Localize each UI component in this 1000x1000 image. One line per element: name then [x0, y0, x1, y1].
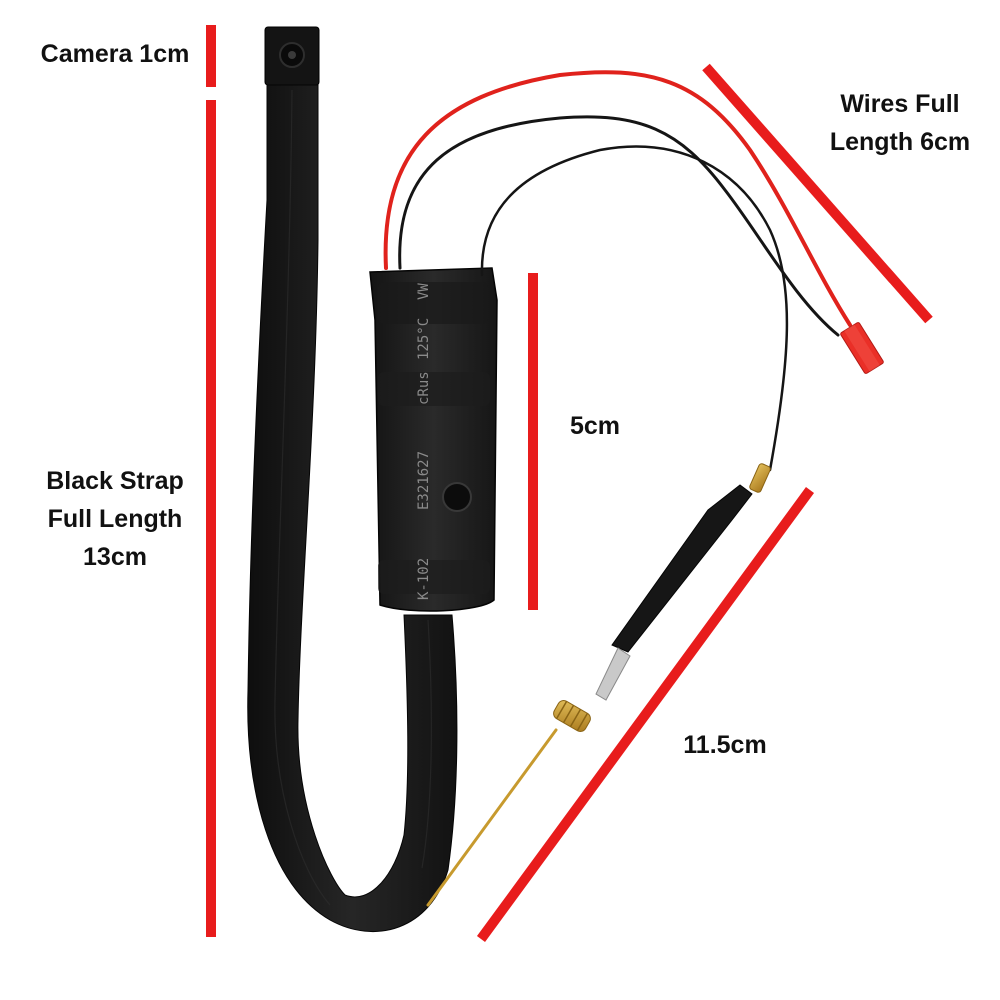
module-length-text: 5cm	[569, 412, 621, 440]
module-length-label: 5cm	[540, 407, 650, 445]
red-connector	[840, 322, 884, 374]
red-wire	[383, 70, 852, 327]
camera-size-label: Camera 1cm	[20, 35, 210, 73]
strap-length-label: Black Strap Full Length 13cm	[20, 462, 210, 576]
antenna-measure-line	[476, 487, 815, 942]
wires-length-line-2: Length 6cm	[829, 128, 971, 156]
module-print-vw: VW	[416, 283, 432, 300]
wires-length-label: Wires Full Length 6cm	[800, 85, 1000, 161]
measurement-lines	[206, 25, 933, 942]
module-print-e321627: E321627	[416, 451, 432, 510]
control-module: K-102 E321627 cRus 125°C VW	[369, 267, 498, 612]
strap-length-line-3: 13cm	[83, 543, 147, 571]
wires-measure-line	[702, 63, 933, 324]
antenna-cable	[480, 145, 789, 472]
camera-head	[264, 26, 320, 86]
power-button	[442, 482, 472, 512]
strap-length-line-1: Black Strap	[46, 467, 184, 495]
wires-length-line-1: Wires Full	[840, 90, 960, 118]
module-print-cus: cRus	[416, 371, 432, 405]
strap-length-line-2: Full Length	[47, 505, 183, 533]
module-print-125c: 125°C	[416, 318, 432, 360]
antenna-length-label: 11.5cm	[650, 726, 800, 764]
camera-size-text: Camera 1cm	[40, 40, 190, 68]
module-print-k102: K-102	[416, 558, 432, 600]
black-strap	[247, 84, 458, 933]
black-wire	[398, 115, 840, 337]
antenna-length-text: 11.5cm	[683, 731, 767, 759]
antenna	[426, 463, 771, 907]
